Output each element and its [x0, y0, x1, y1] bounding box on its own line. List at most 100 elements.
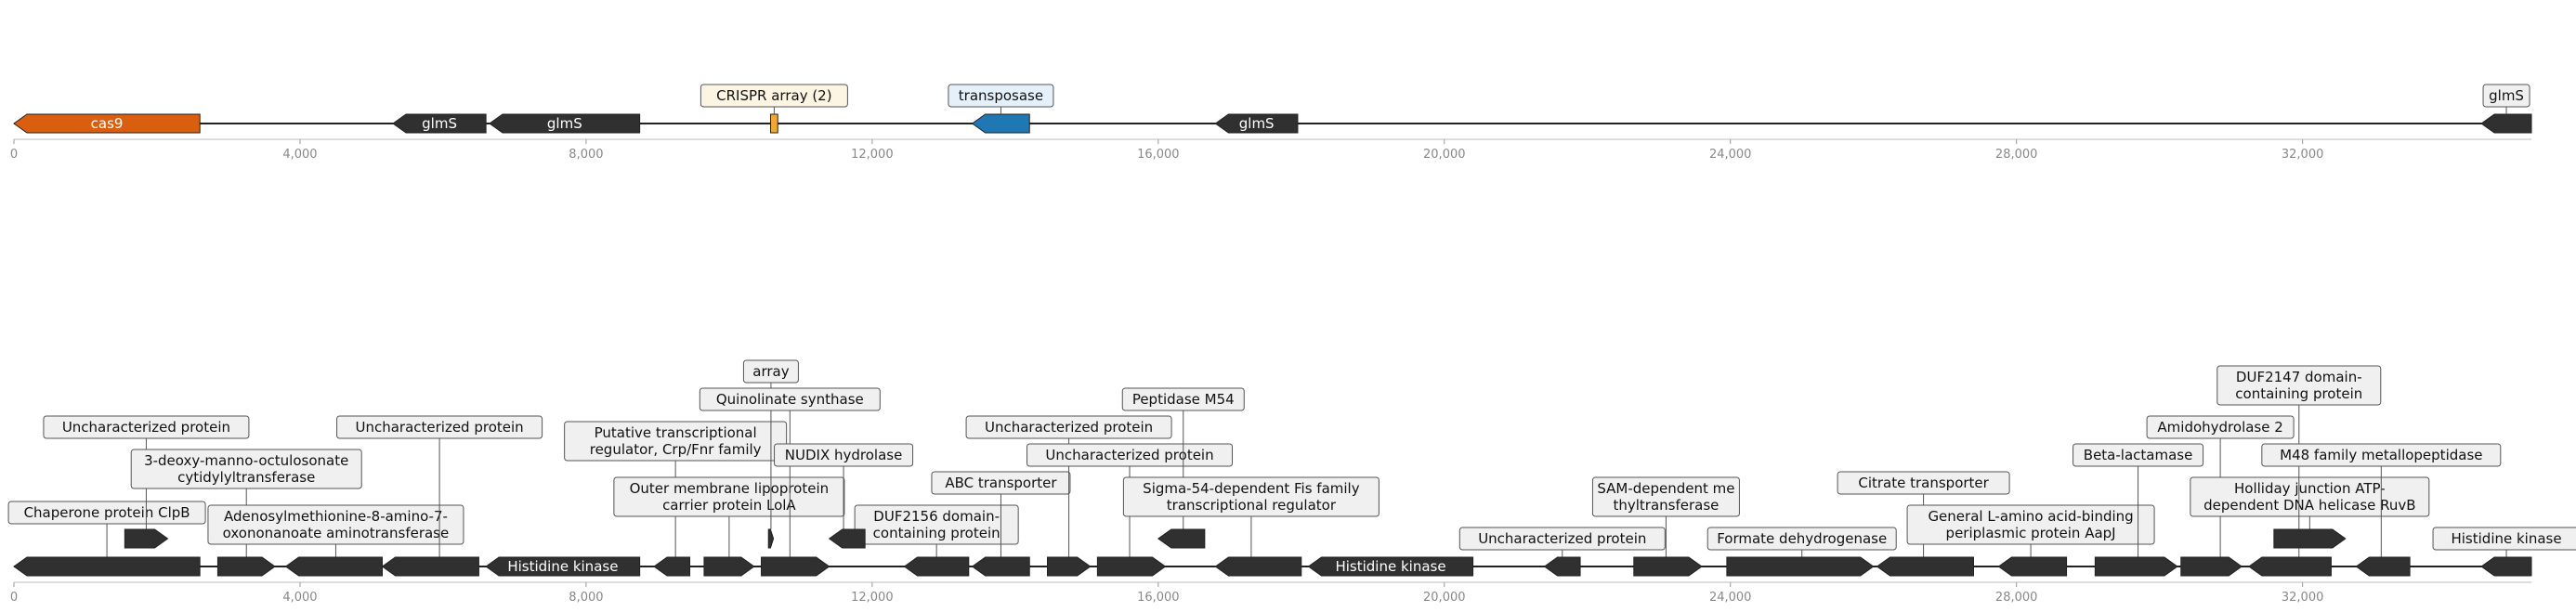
gene-arrow: [216, 556, 276, 577]
callout-box: [2432, 527, 2576, 551]
callout-box: [1121, 387, 1245, 411]
gene-arrow: [1876, 556, 1974, 577]
tick-label: 4,000: [282, 148, 317, 162]
callout-box: [699, 387, 881, 411]
gene-label: oxononanoate aminotransferase: [223, 525, 450, 541]
gene-label: Formate dehydrogenase: [1717, 530, 1887, 547]
callout-box: [564, 421, 788, 462]
gene-label: Uncharacterized protein: [62, 419, 230, 436]
gene-arrow: [124, 528, 169, 549]
gene-arrow: [2355, 556, 2411, 577]
gene-arrow: [1096, 556, 1167, 577]
callout-box: [1591, 476, 1740, 517]
gene-label: 3-deoxy-manno-octulosonate: [144, 452, 348, 469]
gene-arrow: [381, 556, 479, 577]
gene-label: Uncharacterized protein: [1478, 530, 1646, 547]
tick-label: 8,000: [569, 148, 603, 162]
gene-arrow: [971, 556, 1030, 577]
gene-label: cytidylyltransferase: [177, 469, 315, 486]
gene-label: containing protein: [873, 525, 1000, 541]
gene-arrow: [903, 556, 970, 577]
callout-box: [2261, 443, 2502, 467]
callout-box: [207, 504, 464, 545]
gene-label: DUF2147 domain-: [2236, 369, 2362, 385]
gene-arrow: [2480, 556, 2532, 577]
gene-label: array: [752, 363, 789, 380]
callout-box: [700, 84, 848, 108]
callout-box: [7, 501, 206, 525]
gene-arrow: [770, 113, 778, 134]
gene-arrow: [2480, 113, 2532, 134]
gene-arrow: [653, 556, 691, 577]
gene-label: regulator, Crp/Fnr family: [590, 441, 762, 458]
gene-arrow: [703, 556, 755, 577]
callout-box: [2190, 476, 2430, 517]
gene-arrow: [2273, 528, 2347, 549]
callout-box: [774, 443, 914, 467]
tick-label: 4,000: [282, 591, 317, 605]
tick-label: 12,000: [851, 591, 894, 605]
gene-label: Histidine kinase: [507, 558, 618, 575]
gene-label: Holliday junction ATP-: [2234, 480, 2386, 497]
gene-arrow: [1214, 113, 1299, 134]
gene-label: General L-amino acid-binding: [1928, 508, 2133, 525]
callout-box: [1458, 527, 1666, 551]
tick-label: 24,000: [1709, 591, 1752, 605]
gene-arrow: [1307, 556, 1474, 577]
gene-arrow: [761, 556, 830, 577]
gene-label: Histidine kinase: [2451, 530, 2561, 547]
gene-label: Uncharacterized protein: [1045, 447, 1213, 463]
tick-label: 20,000: [1423, 148, 1466, 162]
gene-label: Putative transcriptional: [595, 424, 757, 441]
gene-label: Uncharacterized protein: [355, 419, 523, 436]
callout-box: [130, 449, 362, 489]
gene-label: containing protein: [2235, 385, 2362, 402]
gene-label: CRISPR array (2): [716, 87, 831, 104]
callout-box: [742, 359, 799, 384]
tick-label: 20,000: [1423, 591, 1466, 605]
gene-label: Peptidase M54: [1132, 391, 1235, 408]
gene-label: thyltransferase: [1613, 497, 1719, 514]
gene-label: Adenosylmethionine-8-amino-7-: [224, 508, 448, 525]
callout-box: [948, 84, 1054, 108]
tick-label: 32,000: [2282, 591, 2324, 605]
gene-arrow: [1214, 556, 1302, 577]
gene-label: Histidine kinase: [1335, 558, 1445, 575]
gene-label: glmS: [422, 115, 457, 132]
gene-arrow: [2180, 556, 2243, 577]
gene-arrow: [1633, 556, 1703, 577]
gene-arrow: [485, 556, 641, 577]
gene-arrow: [392, 113, 487, 134]
tick-label: 12,000: [851, 148, 894, 162]
gene-label: carrier protein LolA: [662, 497, 796, 514]
callout-box: [854, 504, 1019, 545]
gene-arrow: [767, 528, 775, 549]
gene-arrow: [13, 556, 201, 577]
callout-box: [1026, 443, 1234, 467]
gene-arrow: [1157, 528, 1206, 549]
gene-label: Uncharacterized protein: [985, 419, 1153, 436]
gene-label: Sigma-54-dependent Fis family: [1143, 480, 1360, 497]
callout-box: [336, 415, 543, 439]
callout-box: [2073, 443, 2204, 467]
gene-arrow: [13, 113, 201, 134]
gene-arrow: [1046, 556, 1092, 577]
gene-arrow: [284, 556, 383, 577]
tick-label: 16,000: [1137, 148, 1180, 162]
tick-label: 24,000: [1709, 148, 1752, 162]
gene-label: Quinolinate synthase: [716, 391, 864, 408]
gene-label: glmS: [547, 115, 582, 132]
gene-label: Citrate transporter: [1858, 475, 1989, 491]
gene-label: transcriptional regulator: [1167, 497, 1337, 514]
gene-label: glmS: [2489, 87, 2524, 104]
gene-arrow: [2248, 556, 2332, 577]
gene-label: DUF2156 domain-: [873, 508, 1000, 525]
gene-label: Amidohydrolase 2: [2157, 419, 2282, 436]
tick-label: 0: [10, 591, 18, 605]
callout-box: [2216, 365, 2382, 406]
callout-box: [43, 415, 250, 439]
gene-label: cas9: [91, 115, 124, 132]
callout-box: [2482, 84, 2530, 108]
gene-label: Outer membrane lipoprotein: [630, 480, 830, 497]
